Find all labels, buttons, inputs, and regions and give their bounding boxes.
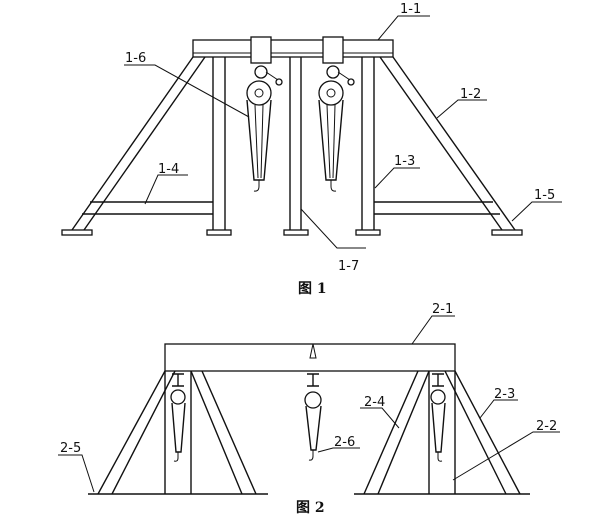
right-a-frame — [355, 56, 523, 236]
center-post — [283, 57, 309, 236]
right-hoist-2 — [430, 373, 446, 462]
left-hoist-2 — [170, 373, 186, 462]
figure-2-caption: 图 2 — [296, 500, 325, 516]
label-2-4: 2-4 — [364, 395, 385, 410]
label-1-4: 1-4 — [158, 162, 179, 177]
fig1-leaders — [124, 15, 562, 249]
right-frame-2 — [354, 370, 530, 495]
label-1-5: 1-5 — [534, 188, 555, 203]
left-chain-hoist — [246, 36, 283, 192]
fig2-leaders — [58, 315, 560, 493]
left-a-frame — [61, 56, 232, 236]
label-1-3: 1-3 — [394, 154, 415, 169]
figure-1-caption: 图 1 — [298, 281, 327, 297]
figure-2: 2-1 2-2 2-3 2-4 2-5 2-6 图 2 — [58, 302, 560, 516]
figure-1: 1-1 1-2 1-3 1-4 1-5 1-6 1-7 图 1 — [61, 2, 562, 297]
label-1-6: 1-6 — [125, 51, 146, 66]
label-1-7: 1-7 — [338, 259, 359, 274]
center-hoist-2 — [304, 343, 322, 461]
label-2-3: 2-3 — [494, 387, 515, 402]
label-2-6: 2-6 — [334, 435, 355, 450]
right-chain-hoist — [318, 36, 355, 192]
left-frame-2 — [88, 370, 268, 495]
label-1-1: 1-1 — [400, 2, 421, 17]
label-2-5: 2-5 — [60, 441, 81, 456]
label-2-1: 2-1 — [432, 302, 453, 317]
label-1-2: 1-2 — [460, 87, 481, 102]
top-beam — [192, 39, 394, 58]
label-2-2: 2-2 — [536, 419, 557, 434]
